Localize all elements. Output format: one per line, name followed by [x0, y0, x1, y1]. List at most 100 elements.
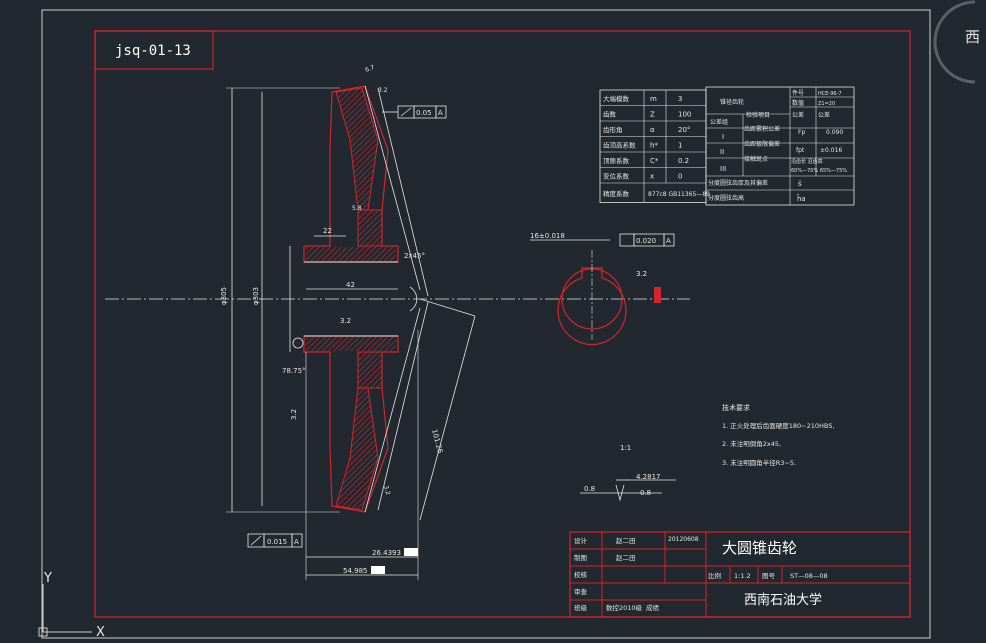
- dim-dia-mid-label: φ303: [252, 287, 260, 305]
- insp-right-4: 公差: [792, 111, 804, 119]
- runout-bottom-value: 0.015: [267, 538, 287, 546]
- part-name: 大圆锥齿轮: [722, 539, 797, 557]
- dim-32b-label: 3.2: [382, 485, 391, 496]
- sheet-inner-border: [94, 30, 911, 618]
- insp-row2-item: 齿距极限偏差: [744, 140, 780, 148]
- insp-row1-val: 0.090: [826, 129, 843, 136]
- sheet-outer-border: [41, 9, 931, 639]
- runout-frame-top: 0.05 A: [382, 105, 447, 119]
- param-value: 0.2: [678, 157, 689, 165]
- scale-value: 1:1.2: [734, 572, 751, 580]
- tech-title: 技术要求: [722, 403, 750, 412]
- dim-angle-label: 78.75°: [282, 367, 306, 375]
- hub-lower-hatch: [306, 337, 396, 351]
- inspection-table: 锥径齿轮 公差组 检验项目 I 齿距累积公差 Fp 0.090 II 齿距极限偏…: [705, 86, 855, 206]
- rough-web-label: 3.2: [340, 317, 351, 325]
- runout-top-datum: A: [438, 109, 443, 117]
- insp-row3-group: III: [720, 165, 726, 173]
- insp-right-1: 数值: [792, 99, 804, 107]
- param-name: 齿顶高系数: [603, 141, 636, 150]
- dim-diag-label: 101.26: [430, 428, 444, 454]
- dim-dia-big-label: φ305: [220, 287, 228, 305]
- tb-row4-label: 班级: [574, 603, 588, 612]
- insp-row1-sym: Fp: [798, 129, 805, 136]
- viewcube-arc: [933, 0, 976, 84]
- drawing-no-label: 图号: [762, 572, 776, 580]
- runout-bottom-datum: A: [294, 538, 299, 546]
- keyway-view[interactable]: 16±0.018 0.020 A 3.2: [530, 232, 675, 346]
- cone-line-2: [364, 307, 421, 513]
- param-value: 20°: [678, 126, 690, 134]
- keyway-rough-label: 3.2: [636, 270, 647, 278]
- drawing-id: jsq-01-13: [115, 43, 191, 59]
- web-upper: [357, 209, 383, 247]
- keyway-width-label: 16±0.018: [530, 232, 565, 240]
- param-value: 100: [678, 111, 691, 119]
- tb-row2-label: 校核: [574, 570, 588, 579]
- param-symbol: x: [650, 173, 654, 181]
- param-name: 齿数: [603, 110, 617, 119]
- tb-row0-label: 设计: [574, 536, 588, 545]
- cone-line-3: [377, 87, 429, 297]
- dim-len2-label: 54.985: [343, 567, 368, 575]
- scale-label: 比例: [708, 571, 721, 580]
- param-value: 877c8 GB11365—89: [648, 191, 710, 198]
- drawing-id-box: [94, 30, 214, 70]
- param-symbol: C*: [650, 157, 659, 165]
- tech-item-1: 1. 正火处理后齿面硬度180~210HBS,: [722, 421, 834, 430]
- insp-row3-sym: 沿齿长 沿齿高: [791, 158, 823, 165]
- insp-row0-group: 公差组: [710, 118, 728, 126]
- param-name: 变位系数: [603, 172, 630, 181]
- param-name: 精度系数: [603, 189, 630, 198]
- dim-len1-marker: [404, 548, 418, 556]
- insp-row2-group: II: [720, 148, 724, 156]
- insp-right-5: 公差: [818, 111, 830, 119]
- datum-circle: [292, 337, 304, 349]
- param-symbol: Z: [650, 111, 655, 119]
- insp-row3-item: 接触斑点: [744, 155, 768, 163]
- tech-requirements: 技术要求 1. 正火处理后齿面硬度180~210HBS, 2. 未注明倒角2x4…: [722, 403, 834, 467]
- insp-row2-val: ±0.016: [820, 147, 842, 154]
- tb-row0-date: 20120608: [668, 536, 699, 543]
- dim-58-label: 5.8: [352, 205, 362, 212]
- bore-arc: [409, 286, 418, 312]
- insp-left-header: 锥径齿轮: [720, 98, 744, 106]
- detail-rough-3: 0.8: [640, 489, 651, 497]
- insp-bottom-0-sym: s̄: [798, 180, 802, 188]
- rough-left-label: 3.2: [290, 409, 298, 420]
- dim-d2-label: 42: [346, 281, 355, 289]
- insp-bottom-0: 分度圆弦齿厚及其偏差: [708, 179, 768, 187]
- param-value: 0: [678, 173, 682, 181]
- dim-d1-label: 22: [323, 227, 332, 235]
- symmetry-value: 0.020: [636, 237, 656, 245]
- detail-scale: 1:1: [620, 444, 631, 452]
- dim-chamfer-label: 2x45°: [404, 252, 425, 260]
- insp-bottom-1-sym: h̄a: [797, 194, 806, 203]
- insp-right-3: Z1=20: [818, 101, 835, 107]
- tech-item-3: 3. 未注明圆角半径R3~5.: [722, 458, 796, 467]
- insp-row1-group: I: [722, 133, 724, 141]
- param-symbol: h*: [650, 142, 658, 150]
- dim-len2-marker: [371, 566, 385, 574]
- title-block: 设计 赵二田 20120608 制图 赵二田 校核 审查 班级 数控2010级 …: [569, 531, 911, 618]
- runout-frame-bottom: 0.015 A: [247, 533, 303, 548]
- insp-right-2: HCE-96-7: [818, 91, 842, 97]
- dim-67-label: 6.7: [364, 64, 376, 74]
- tb-row0-name: 赵二田: [616, 536, 636, 545]
- insp-row0-item: 检验项目: [746, 111, 770, 119]
- detail-rough-2: 0.8: [584, 485, 595, 493]
- param-value: 3: [678, 95, 682, 103]
- symmetry-datum: A: [666, 237, 671, 245]
- tech-item-2: 2. 未注明倒角2x45,: [722, 439, 781, 448]
- tb-row1-label: 制图: [574, 553, 587, 562]
- school-name: 西南石油大学: [744, 592, 822, 608]
- cone-line-4: [377, 301, 429, 511]
- gear-section[interactable]: [226, 85, 476, 580]
- param-symbol: m: [650, 95, 657, 103]
- param-name: 齿形角: [603, 125, 623, 134]
- param-value: 1: [678, 142, 682, 150]
- cone-line-1: [364, 85, 421, 291]
- ucs-icon: Y X: [38, 571, 105, 640]
